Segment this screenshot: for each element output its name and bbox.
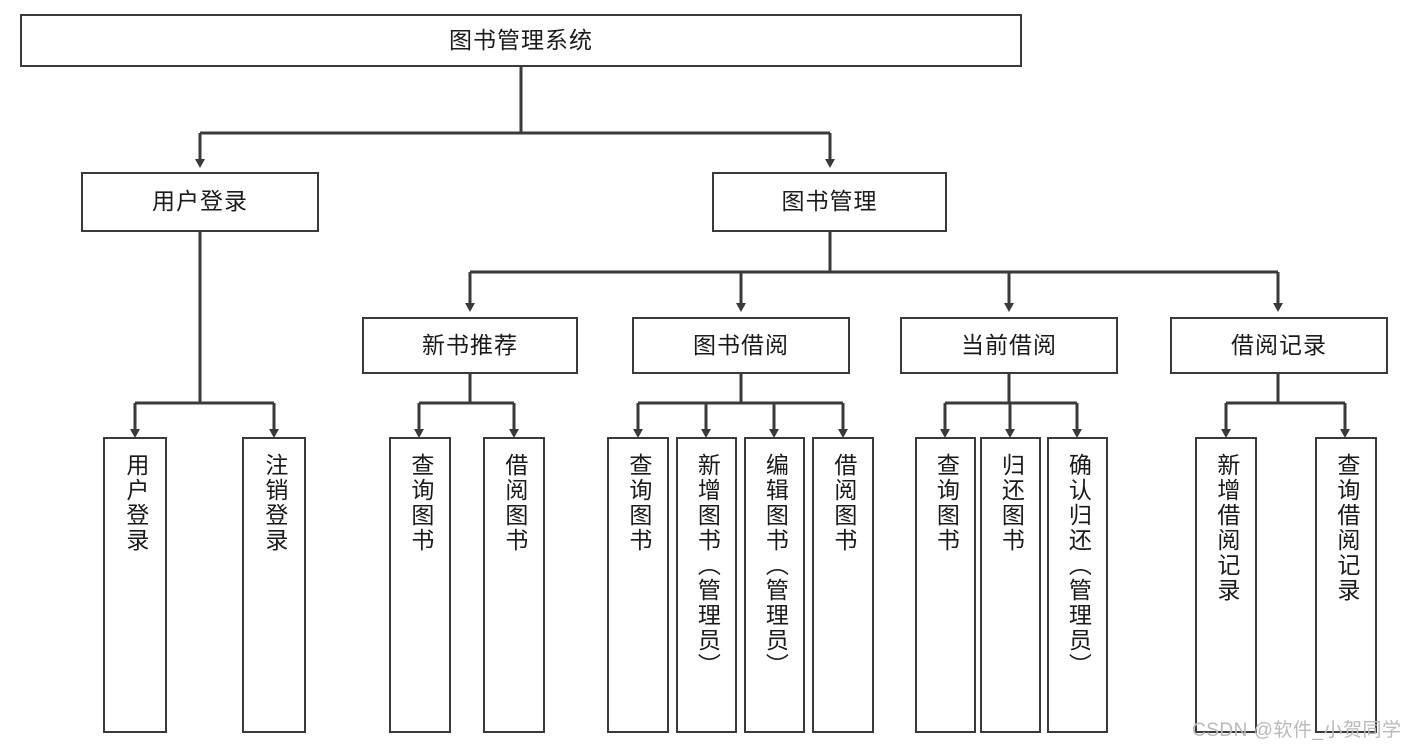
node-leaf-query-book-3-label: 查询图书 — [933, 453, 960, 553]
node-leaf-logout[interactable]: 注销登录 — [242, 437, 306, 733]
node-current-borrow-label: 当前借阅 — [961, 331, 1057, 358]
node-leaf-add-record[interactable]: 新增借阅记录 — [1195, 437, 1257, 733]
node-leaf-return-book[interactable]: 归还图书 — [980, 437, 1041, 733]
node-book-borrow-label: 图书借阅 — [693, 331, 789, 358]
node-leaf-add-book-label: 新增图书（管理员） — [694, 453, 721, 678]
node-leaf-borrow-book-2-label: 借阅图书 — [830, 453, 857, 553]
node-user-login-label: 用户登录 — [152, 188, 248, 215]
node-leaf-query-book-3[interactable]: 查询图书 — [915, 437, 976, 733]
node-leaf-confirm-return-label: 确认归还（管理员） — [1065, 453, 1092, 678]
connectors — [130, 67, 1350, 438]
node-root[interactable]: 图书管理系统 — [20, 14, 1022, 67]
node-borrow-record[interactable]: 借阅记录 — [1170, 317, 1388, 374]
node-current-borrow[interactable]: 当前借阅 — [900, 317, 1118, 374]
node-leaf-query-book-2-label: 查询图书 — [625, 453, 652, 553]
node-leaf-query-record[interactable]: 查询借阅记录 — [1315, 437, 1377, 733]
node-leaf-borrow-book-1[interactable]: 借阅图书 — [483, 437, 545, 733]
node-root-label: 图书管理系统 — [449, 26, 593, 53]
node-leaf-confirm-return[interactable]: 确认归还（管理员） — [1047, 437, 1108, 733]
node-leaf-borrow-book-2[interactable]: 借阅图书 — [812, 437, 874, 733]
node-leaf-logout-label: 注销登录 — [261, 453, 288, 553]
node-leaf-query-book-2[interactable]: 查询图书 — [607, 437, 669, 733]
node-new-book-rec-label: 新书推荐 — [422, 331, 518, 358]
node-book-manage-label: 图书管理 — [781, 188, 878, 215]
node-leaf-return-book-label: 归还图书 — [998, 453, 1025, 553]
node-leaf-add-record-label: 新增借阅记录 — [1213, 453, 1240, 603]
node-book-borrow[interactable]: 图书借阅 — [632, 317, 850, 374]
node-leaf-query-book-1[interactable]: 查询图书 — [389, 437, 451, 733]
node-user-login[interactable]: 用户登录 — [81, 172, 319, 232]
node-new-book-rec[interactable]: 新书推荐 — [362, 317, 578, 374]
node-book-manage[interactable]: 图书管理 — [712, 172, 947, 232]
node-leaf-edit-book-label: 编辑图书（管理员） — [762, 453, 789, 678]
node-leaf-query-book-1-label: 查询图书 — [407, 453, 434, 553]
node-leaf-user-login[interactable]: 用户登录 — [103, 437, 167, 733]
node-leaf-query-record-label: 查询借阅记录 — [1333, 453, 1360, 603]
node-leaf-edit-book[interactable]: 编辑图书（管理员） — [744, 437, 805, 733]
node-borrow-record-label: 借阅记录 — [1231, 331, 1327, 358]
node-leaf-user-login-label: 用户登录 — [122, 453, 149, 553]
node-leaf-borrow-book-1-label: 借阅图书 — [501, 453, 528, 553]
node-leaf-add-book[interactable]: 新增图书（管理员） — [676, 437, 737, 733]
